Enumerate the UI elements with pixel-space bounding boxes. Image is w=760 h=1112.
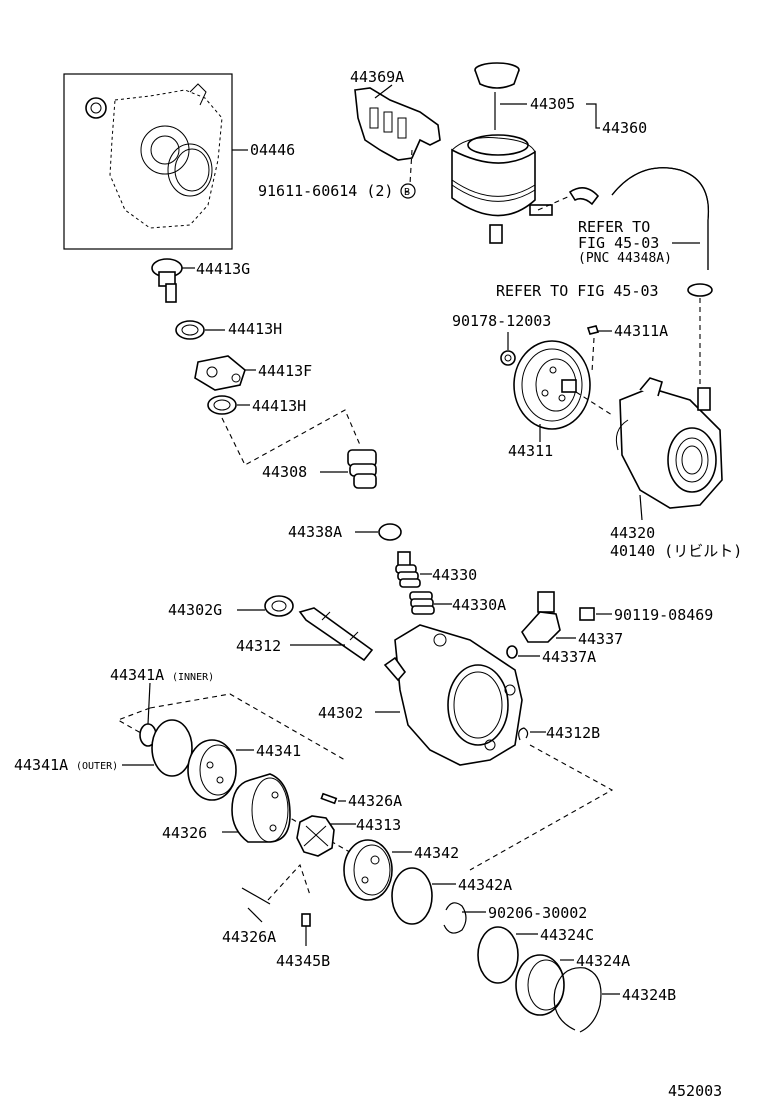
- label-44312b: 44312B: [546, 724, 600, 742]
- label-90206-30002: 90206-30002: [488, 904, 587, 922]
- valve-44308: [320, 449, 377, 489]
- label-44341: 44341: [256, 742, 301, 760]
- gasket-kit-box: [63, 73, 248, 250]
- bolt-44413g: [151, 258, 195, 303]
- label-44312: 44312: [236, 637, 281, 655]
- label-91611-60614: 91611-60614 (2) -: [258, 182, 412, 200]
- vane-44326a-1: [320, 792, 346, 805]
- label-44320: 44320: [610, 524, 655, 542]
- label-pnc-44348a: (PNC 44348A): [578, 251, 672, 266]
- shaft-44312: [290, 607, 374, 662]
- label-44345b: 44345B: [276, 952, 330, 970]
- label-44369a: 44369A: [350, 68, 404, 86]
- ref-b-circle: [400, 183, 416, 199]
- label-44308: 44308: [262, 463, 307, 481]
- label-90178-12003: 90178-12003: [452, 312, 551, 330]
- hose: [611, 167, 713, 385]
- clip-44312b: [518, 727, 546, 741]
- label-04446: 04446: [250, 141, 295, 159]
- label-40140: 40140 (リビルト): [610, 542, 742, 560]
- label-b: B: [404, 187, 410, 198]
- pin-44326a-2: [241, 887, 271, 923]
- bracket-44369a: [354, 84, 441, 161]
- label-44311: 44311: [508, 442, 553, 460]
- label-refer-to-1: REFER TO: [578, 218, 650, 236]
- snap-ring-90206: [443, 902, 486, 934]
- spring-44330: [395, 551, 432, 588]
- label-outer: (OUTER): [76, 761, 118, 772]
- spring-44330a: [409, 591, 452, 615]
- label-inner: (INNER): [172, 672, 214, 683]
- pump-body-44302: [375, 624, 523, 766]
- label-44337: 44337: [578, 630, 623, 648]
- label-44302g: 44302G: [168, 601, 222, 619]
- fitting-44337: [521, 591, 576, 643]
- bolt-90119: [579, 607, 612, 621]
- label-44324c: 44324C: [540, 926, 594, 944]
- label-44337a: 44337A: [542, 648, 596, 666]
- reservoir-44360: [451, 62, 600, 244]
- pulley-44311: [500, 340, 613, 442]
- label-fig-45-03-1: FIG 45-03: [578, 234, 659, 252]
- oring-44324c: [477, 926, 538, 984]
- label-44302: 44302: [318, 704, 363, 722]
- label-44413h-1: 44413H: [228, 320, 282, 338]
- label-44326a-1: 44326A: [348, 792, 402, 810]
- union-44413f: [194, 355, 256, 391]
- label-44413f: 44413F: [258, 362, 312, 380]
- label-44413h-2: 44413H: [252, 397, 306, 415]
- figure-number: 452003: [668, 1082, 722, 1100]
- label-44342a: 44342A: [458, 876, 512, 894]
- label-44326a-2: 44326A: [222, 928, 276, 946]
- label-44326: 44326: [162, 824, 207, 842]
- label-44360: 44360: [602, 119, 647, 137]
- rotor-44313: [296, 815, 356, 857]
- label-90119-08469: 90119-08469: [614, 606, 713, 624]
- label-44338a: 44338A: [288, 523, 342, 541]
- label-44330: 44330: [432, 566, 477, 584]
- key-44311a: [586, 325, 612, 373]
- label-44330a: 44330A: [452, 596, 506, 614]
- label-44313: 44313: [356, 816, 401, 834]
- pin-44345b: [301, 913, 311, 946]
- oring-44342a: [391, 867, 456, 925]
- label-44324a: 44324A: [576, 952, 630, 970]
- label-refer-to-fig-2: REFER TO FIG 45-03: [496, 282, 659, 300]
- washer-44413h-2: [207, 395, 250, 415]
- label-44341a-outer: 44341A: [14, 756, 68, 774]
- label-44324b: 44324B: [622, 986, 676, 1004]
- plate-44342: [343, 839, 412, 901]
- plate-44341: [187, 739, 254, 801]
- cam-ring-44326: [222, 773, 291, 843]
- oring-44338a: [355, 523, 402, 541]
- label-44341a-inner: 44341A: [110, 666, 164, 684]
- oring-44337a: [506, 645, 540, 659]
- oring-44341a-outer: [122, 719, 193, 777]
- pump-assembly-44320: [615, 377, 723, 521]
- bearing-44302g: [237, 595, 294, 617]
- label-44342: 44342: [414, 844, 459, 862]
- label-44413g: 44413G: [196, 260, 250, 278]
- snap-ring-44324b: [553, 967, 620, 1033]
- washer-44413h-1: [175, 320, 225, 340]
- label-44311a: 44311A: [614, 322, 668, 340]
- cover-44324a: [515, 954, 574, 1016]
- label-44305: 44305: [530, 95, 575, 113]
